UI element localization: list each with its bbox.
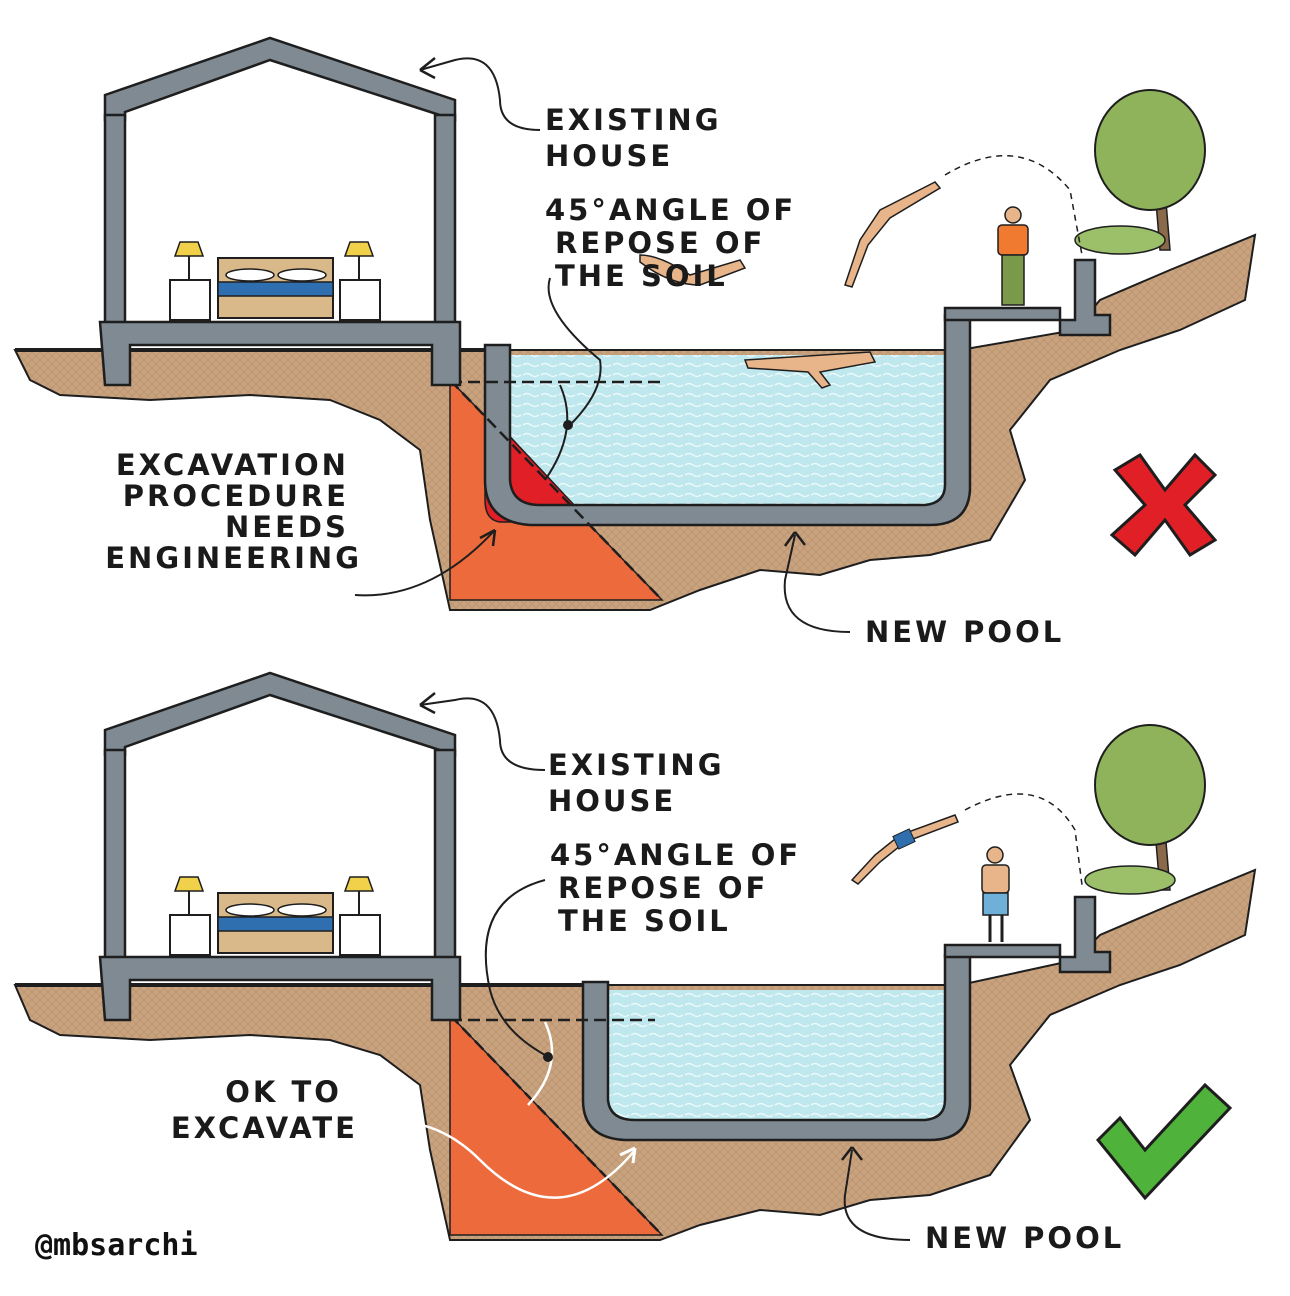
retaining-wall xyxy=(1058,258,1112,337)
house-roof xyxy=(103,36,457,122)
underwater-swimmer-icon xyxy=(639,254,747,286)
lamp-icon xyxy=(343,241,375,257)
arrow-head xyxy=(783,531,806,547)
pool-leader-arrow xyxy=(783,534,851,633)
arrow-head xyxy=(619,1146,637,1164)
pillow xyxy=(225,903,275,917)
lamp-icon xyxy=(173,241,205,257)
pool-water xyxy=(608,990,950,1125)
house-label: EXISTING HOUSE xyxy=(548,748,738,818)
pool-deck xyxy=(943,943,1062,959)
zone-leader-arrow xyxy=(364,1120,636,1199)
zone-label: OK TO EXCAVATE xyxy=(171,1075,358,1145)
pillow xyxy=(225,268,275,282)
standing-person-icon xyxy=(981,846,1010,942)
red-x-icon xyxy=(1109,452,1218,558)
green-check-icon xyxy=(1095,1082,1233,1201)
diver-icon xyxy=(844,181,942,288)
angle-arc-dot xyxy=(543,1052,553,1062)
standing-person-icon xyxy=(997,206,1029,306)
existing-house xyxy=(98,36,462,387)
bed-mattress xyxy=(217,916,334,932)
dive-trajectory xyxy=(964,793,1083,886)
arrow-head xyxy=(479,528,497,547)
zone-label: EXCAVATION PROCEDURE NEEDS ENGINEERING xyxy=(105,448,362,575)
swimmer-icon xyxy=(743,351,877,389)
nightstand xyxy=(339,914,381,956)
repose-angle-line xyxy=(449,379,663,601)
house-foundation xyxy=(98,955,462,1022)
bed-mattress xyxy=(217,281,334,297)
house-leader-arrow xyxy=(419,57,541,131)
lamp-icon xyxy=(173,876,205,892)
house-wall-left xyxy=(103,748,127,962)
panel-correct: EXISTING HOUSE 45°ANGLE OF REPOSE OF THE… xyxy=(13,671,1257,1255)
credit-handle: @mbsarchi xyxy=(35,1228,198,1263)
arrow-head xyxy=(841,1146,863,1161)
house-label: EXISTING HOUSE xyxy=(545,103,735,173)
angle-arc xyxy=(544,384,569,481)
arrow-head xyxy=(419,692,436,715)
tree-icon xyxy=(1084,724,1206,895)
angle-arc-dot xyxy=(563,420,573,430)
pool-water xyxy=(510,355,950,512)
pillow xyxy=(277,268,327,282)
angle-label: 45°ANGLE OF REPOSE OF THE SOIL xyxy=(550,838,814,938)
house-roof xyxy=(103,671,457,757)
zone-leader-arrow xyxy=(354,529,496,597)
panel-wrong: EXISTING HOUSE 45°ANGLE OF REPOSE OF THE… xyxy=(13,36,1257,649)
retaining-wall xyxy=(1058,895,1112,974)
angle-leader-line xyxy=(484,879,546,1056)
nightstand xyxy=(169,914,211,956)
house-wall-right xyxy=(433,748,457,962)
nightstand xyxy=(169,279,211,321)
house-foundation xyxy=(98,320,462,387)
dive-trajectory xyxy=(944,155,1083,256)
house-wall-left xyxy=(103,113,127,327)
repose-angle-line xyxy=(449,1014,663,1236)
nightstand xyxy=(339,279,381,321)
pillow xyxy=(277,903,327,917)
existing-house xyxy=(98,671,462,1022)
angle-label: 45°ANGLE OF REPOSE OF THE SOIL xyxy=(545,193,809,293)
swimsuit xyxy=(892,828,916,850)
angle-leader-line xyxy=(547,277,602,426)
house-wall-right xyxy=(433,113,457,327)
tree-icon xyxy=(1074,89,1206,255)
diver-icon xyxy=(850,814,959,885)
pool-leader-arrow xyxy=(843,1149,911,1241)
pool-label: NEW POOL xyxy=(925,1221,1124,1255)
house-leader-arrow xyxy=(419,697,546,771)
lamp-icon xyxy=(343,876,375,892)
angle-arc xyxy=(527,1021,554,1106)
arrow-head xyxy=(419,57,436,80)
pool-label: NEW POOL xyxy=(865,615,1064,649)
pool-deck xyxy=(943,306,1062,322)
